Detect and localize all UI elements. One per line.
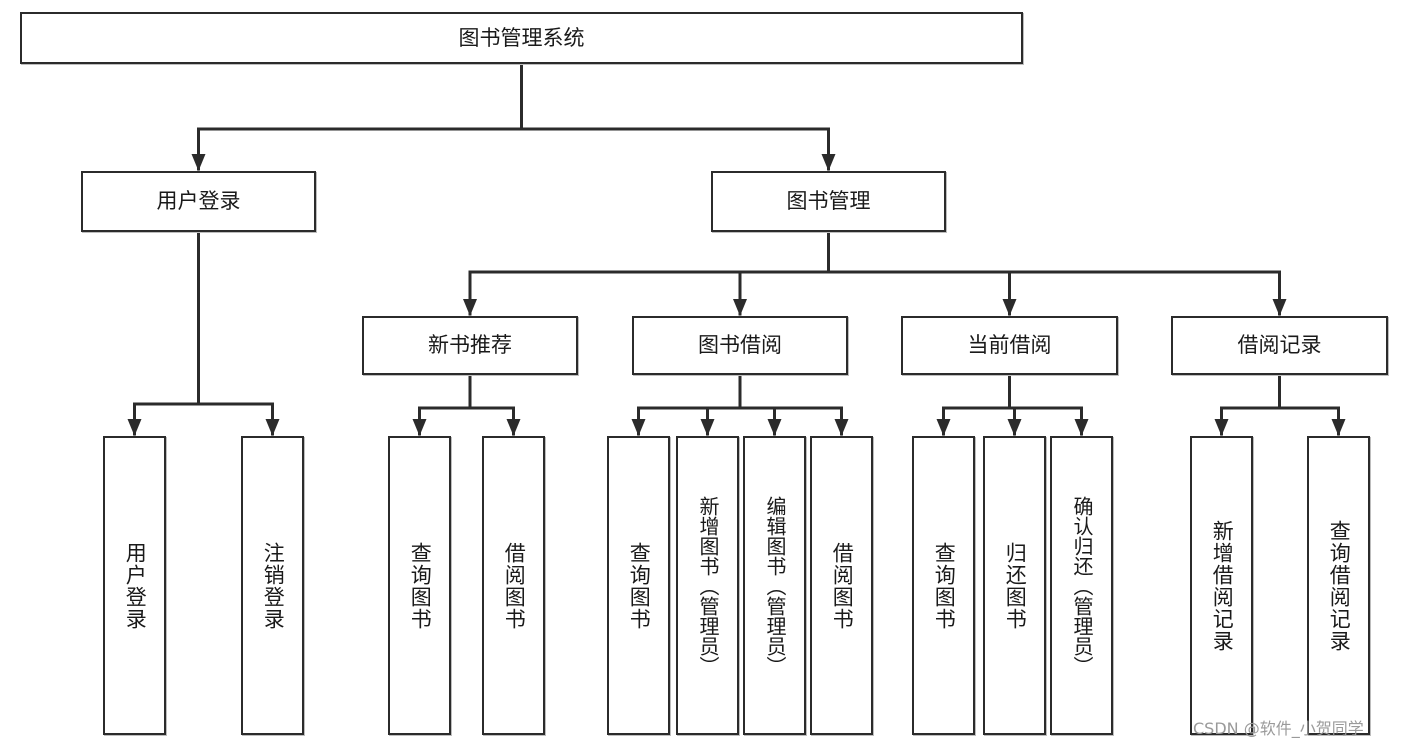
node-login-out[interactable]: 注销登录: [241, 436, 304, 735]
node-label-nb-query: 查询图书: [408, 541, 433, 630]
arrowhead-rc-add-icon: [1214, 419, 1229, 436]
arrowhead-login-out-icon: [265, 419, 280, 436]
node-bk-query[interactable]: 查询图书: [607, 436, 670, 735]
arrowhead-bk-edit-icon: [767, 419, 782, 436]
arrowhead-bk-lend-icon: [834, 419, 849, 436]
node-label-cu-return: 归还图书: [1003, 541, 1028, 630]
arrowhead-cu-confirm-icon: [1074, 419, 1089, 436]
node-label-borrow: 图书借阅: [698, 333, 782, 358]
arrowhead-records-icon: [1272, 299, 1287, 316]
node-bk-add[interactable]: 新增图书（管理员）: [676, 436, 739, 735]
arrowhead-borrow-icon: [733, 299, 747, 316]
arrowhead-cu-query-icon: [936, 419, 951, 436]
arrowhead-login-icon: [191, 154, 206, 171]
node-label-cu-query: 查询图书: [932, 541, 957, 630]
node-label-nb-borrow: 借阅图书: [502, 541, 527, 630]
node-label-records: 借阅记录: [1237, 333, 1322, 358]
node-bk-lend[interactable]: 借阅图书: [810, 436, 873, 735]
node-rc-add[interactable]: 新增借阅记录: [1190, 436, 1253, 735]
node-label-bk-query: 查询图书: [627, 541, 652, 630]
arrowhead-cu-return-icon: [1007, 419, 1022, 436]
node-cu-return[interactable]: 归还图书: [983, 436, 1046, 735]
node-nb-borrow[interactable]: 借阅图书: [482, 436, 545, 735]
node-cu-query[interactable]: 查询图书: [912, 436, 975, 735]
node-newbook[interactable]: 新书推荐: [362, 316, 578, 375]
node-borrow[interactable]: 图书借阅: [632, 316, 848, 375]
node-rc-query[interactable]: 查询借阅记录: [1307, 436, 1370, 735]
arrowhead-current-icon: [1002, 299, 1017, 316]
node-records[interactable]: 借阅记录: [1171, 316, 1388, 375]
node-label-bk-lend: 借阅图书: [830, 541, 855, 630]
node-label-newbook: 新书推荐: [428, 333, 512, 358]
node-root[interactable]: 图书管理系统: [20, 12, 1023, 64]
arrowhead-rc-query-icon: [1331, 419, 1346, 436]
arrowhead-nb-query-icon: [412, 419, 427, 436]
node-label-login-in: 用户登录: [123, 541, 148, 630]
node-label-bookmgmt: 图书管理: [786, 189, 871, 214]
node-bookmgmt[interactable]: 图书管理: [711, 171, 946, 232]
arrowhead-login-in-icon: [127, 419, 142, 436]
node-current[interactable]: 当前借阅: [901, 316, 1118, 375]
arrowhead-bk-add-icon: [700, 419, 715, 436]
node-label-rc-add: 新增借阅记录: [1210, 519, 1235, 652]
node-cu-confirm[interactable]: 确认归还（管理员）: [1050, 436, 1113, 735]
node-label-current: 当前借阅: [967, 333, 1052, 358]
node-label-bk-edit: 编辑图书（管理员）: [763, 495, 787, 676]
node-label-login-out: 注销登录: [261, 541, 286, 630]
node-login[interactable]: 用户登录: [81, 171, 316, 232]
node-label-rc-query: 查询借阅记录: [1327, 519, 1352, 652]
node-label-root: 图书管理系统: [458, 25, 585, 50]
arrowhead-newbook-icon: [463, 299, 477, 316]
node-nb-query[interactable]: 查询图书: [388, 436, 451, 735]
node-label-login: 用户登录: [156, 189, 241, 214]
node-label-bk-add: 新增图书（管理员）: [696, 495, 720, 676]
arrowhead-nb-borrow-icon: [506, 419, 521, 436]
node-label-cu-confirm: 确认归还（管理员）: [1070, 495, 1094, 676]
arrowhead-bk-query-icon: [631, 419, 646, 436]
arrowhead-bookmgmt-icon: [821, 154, 836, 171]
node-login-in[interactable]: 用户登录: [103, 436, 166, 735]
node-bk-edit[interactable]: 编辑图书（管理员）: [743, 436, 806, 735]
